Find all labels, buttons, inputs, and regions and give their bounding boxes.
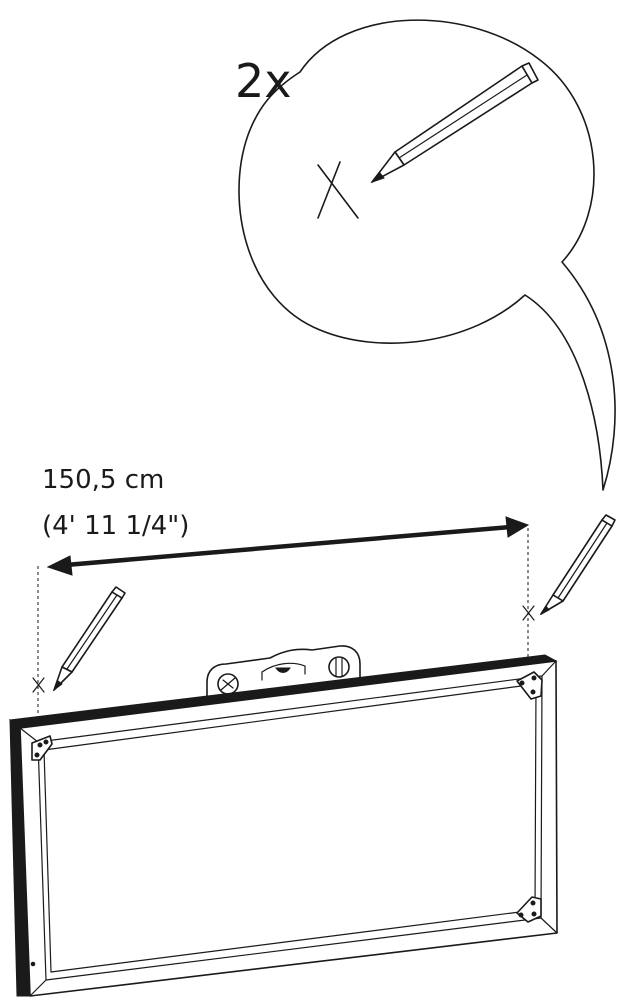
callout-bubble: 2x: [235, 19, 616, 491]
mark-x-icon: [317, 161, 359, 219]
frame-dot: [30, 961, 36, 967]
bracket-screw-right: [328, 656, 350, 678]
panel-frame: [8, 654, 558, 997]
corner-bracket-top-left: [31, 735, 53, 761]
corner-bracket-bottom-right: [516, 896, 542, 923]
quantity-label: 2x: [235, 54, 292, 108]
wall-bracket: [206, 645, 361, 704]
measurement-metric-label: 150,5 cm: [42, 465, 164, 495]
corner-bracket-top-right: [516, 671, 543, 700]
left-mark-x-icon: [32, 677, 45, 693]
right-pencil-icon: [539, 514, 616, 616]
dimension-arrow: [46, 516, 530, 576]
pencil-icon: [370, 62, 539, 184]
right-mark-x-icon: [522, 605, 535, 621]
measurement-imperial-label: (4' 11 1/4"): [42, 511, 189, 541]
left-pencil-icon: [52, 586, 126, 692]
